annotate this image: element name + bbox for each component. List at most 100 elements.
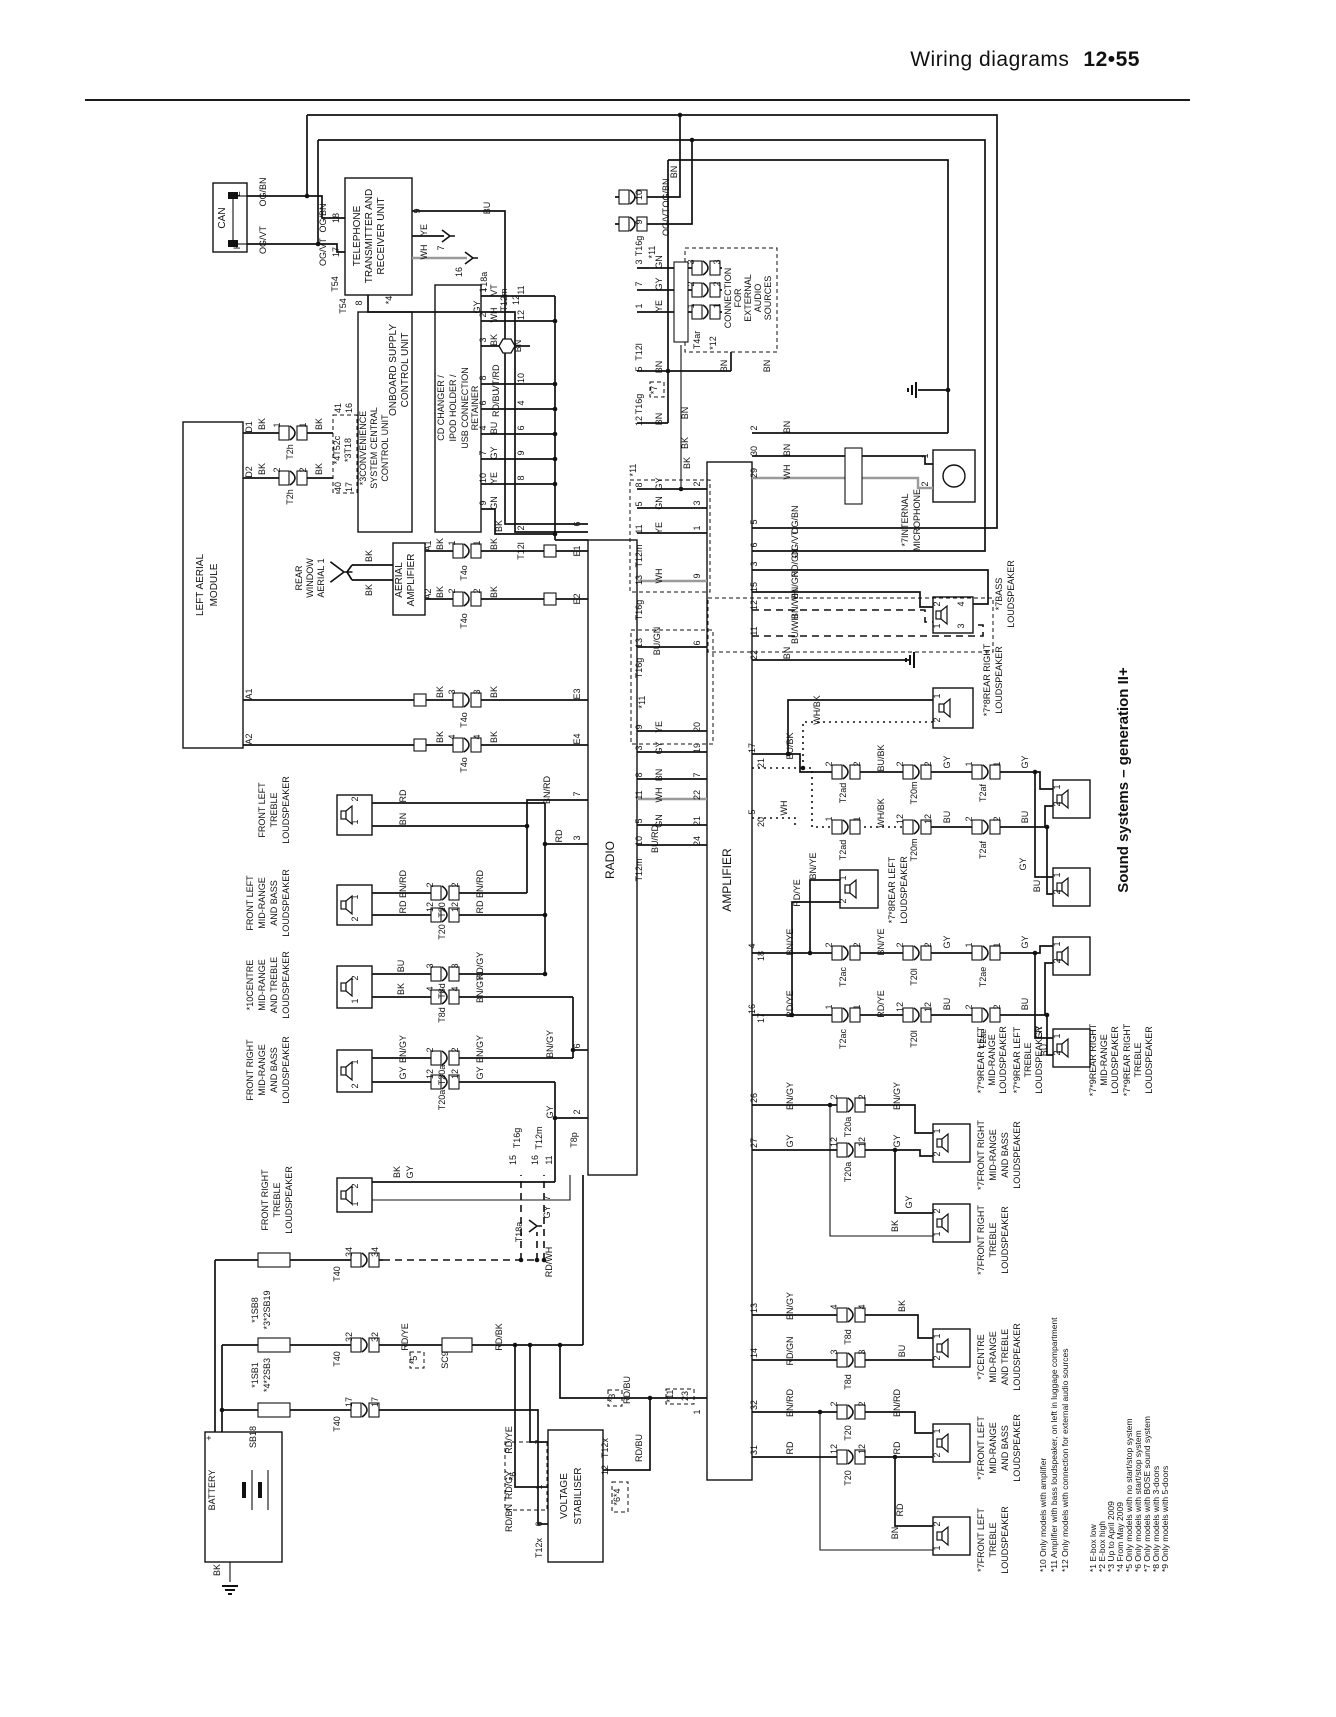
label: 5	[747, 809, 757, 814]
label: 2	[852, 942, 862, 947]
label: L	[232, 191, 242, 196]
shield-sleeve	[413, 693, 427, 707]
label: CD CHANGER /	[436, 375, 446, 441]
label: 8	[354, 300, 364, 305]
label: STABILISER	[573, 1467, 584, 1524]
label: 5	[634, 366, 644, 371]
label: T20a	[437, 1065, 447, 1086]
label: BK	[494, 520, 504, 532]
speaker-icon	[345, 894, 353, 916]
connector-icon	[971, 1007, 983, 1023]
label: *3	[607, 1394, 617, 1403]
footnote: *7 Only models with BOSE sound system	[1142, 1416, 1152, 1572]
label: BK	[489, 731, 499, 743]
label: 4	[478, 425, 488, 430]
label: 7	[534, 1439, 544, 1444]
label: A1	[244, 688, 254, 699]
label: BN/GY	[398, 1035, 408, 1063]
label: 1	[1052, 872, 1062, 877]
label: BN/GN	[790, 571, 800, 600]
junction-dot	[570, 1047, 576, 1053]
label: 17	[344, 1397, 354, 1407]
label: T20l	[909, 968, 919, 986]
junction-dot	[219, 1407, 225, 1413]
label: T16g	[634, 236, 644, 257]
label: RD/GN	[790, 549, 800, 578]
wire	[802, 721, 933, 768]
label: RD	[892, 1441, 902, 1454]
label: *4	[384, 296, 394, 305]
connector-icon	[836, 1097, 848, 1113]
label: 19	[692, 743, 702, 753]
wire	[752, 1411, 933, 1434]
connector-icon	[448, 907, 460, 923]
label: 18	[331, 213, 341, 223]
label: 1	[932, 623, 942, 628]
connector-icon	[448, 885, 460, 901]
component-box	[182, 421, 244, 749]
speaker-icon	[935, 610, 942, 620]
junction-dot	[552, 406, 558, 412]
label: GN	[489, 496, 499, 510]
label: 17	[331, 247, 341, 257]
component-box	[547, 1429, 604, 1563]
connector-icon	[913, 764, 920, 780]
connector-icon	[470, 737, 482, 753]
label: 20	[756, 817, 766, 827]
wire	[1005, 771, 1053, 790]
junction-dot	[552, 318, 558, 324]
label: 13	[634, 575, 644, 585]
label: 32	[344, 1332, 354, 1342]
label: *6*4	[612, 1488, 622, 1505]
label: BK	[257, 463, 267, 475]
label: BK	[682, 457, 692, 469]
label: 21	[756, 758, 766, 768]
label: BU/WH	[790, 614, 800, 644]
junction-dot	[817, 1409, 823, 1415]
label: *7	[649, 386, 659, 395]
label: A2	[423, 588, 433, 599]
label: T2h	[285, 444, 295, 460]
junction-dot	[892, 1147, 898, 1153]
speaker-icon	[936, 1138, 943, 1148]
label: 12	[829, 1137, 839, 1147]
label: T20m	[909, 781, 919, 804]
junction-dot	[1032, 950, 1038, 956]
label: 3	[634, 745, 644, 750]
junction-dot	[552, 431, 558, 437]
label: *4*2SB3	[262, 1358, 272, 1392]
label: RD	[785, 1441, 795, 1454]
label: GY	[545, 1105, 555, 1118]
label: T20	[843, 1425, 853, 1441]
label: MID-RANGE	[987, 1034, 997, 1086]
label: BN/YE	[876, 928, 886, 955]
label: MODULE	[209, 563, 220, 606]
label: 2	[829, 1094, 839, 1099]
label: BK	[435, 686, 445, 698]
label: USB CONNECTION	[460, 367, 470, 449]
label: *3CONVENIENCE	[358, 411, 368, 486]
junction-dot	[542, 971, 548, 977]
label: 3	[829, 1349, 839, 1354]
label: *7*8REAR LEFT	[887, 856, 897, 923]
label: OG/VT	[790, 530, 800, 559]
connector-icon	[452, 543, 464, 559]
label: RD	[895, 1503, 905, 1516]
label: 9	[516, 450, 526, 455]
label: T20a	[843, 1162, 853, 1183]
label: OG/BN	[258, 177, 268, 206]
junction-dot	[827, 1102, 833, 1108]
label: 5	[634, 818, 644, 823]
label: A2	[244, 733, 254, 744]
label: 1	[1052, 784, 1062, 789]
label: WH	[654, 788, 664, 803]
label: BN	[762, 360, 772, 373]
label: T20	[437, 902, 447, 918]
label: TRANSMITTER AND	[364, 189, 375, 283]
label: AMPLIFIER	[720, 848, 734, 912]
label: 5	[749, 519, 759, 524]
label: 2	[450, 882, 460, 887]
label: T8d	[843, 1374, 853, 1390]
label: 2	[857, 1094, 867, 1099]
